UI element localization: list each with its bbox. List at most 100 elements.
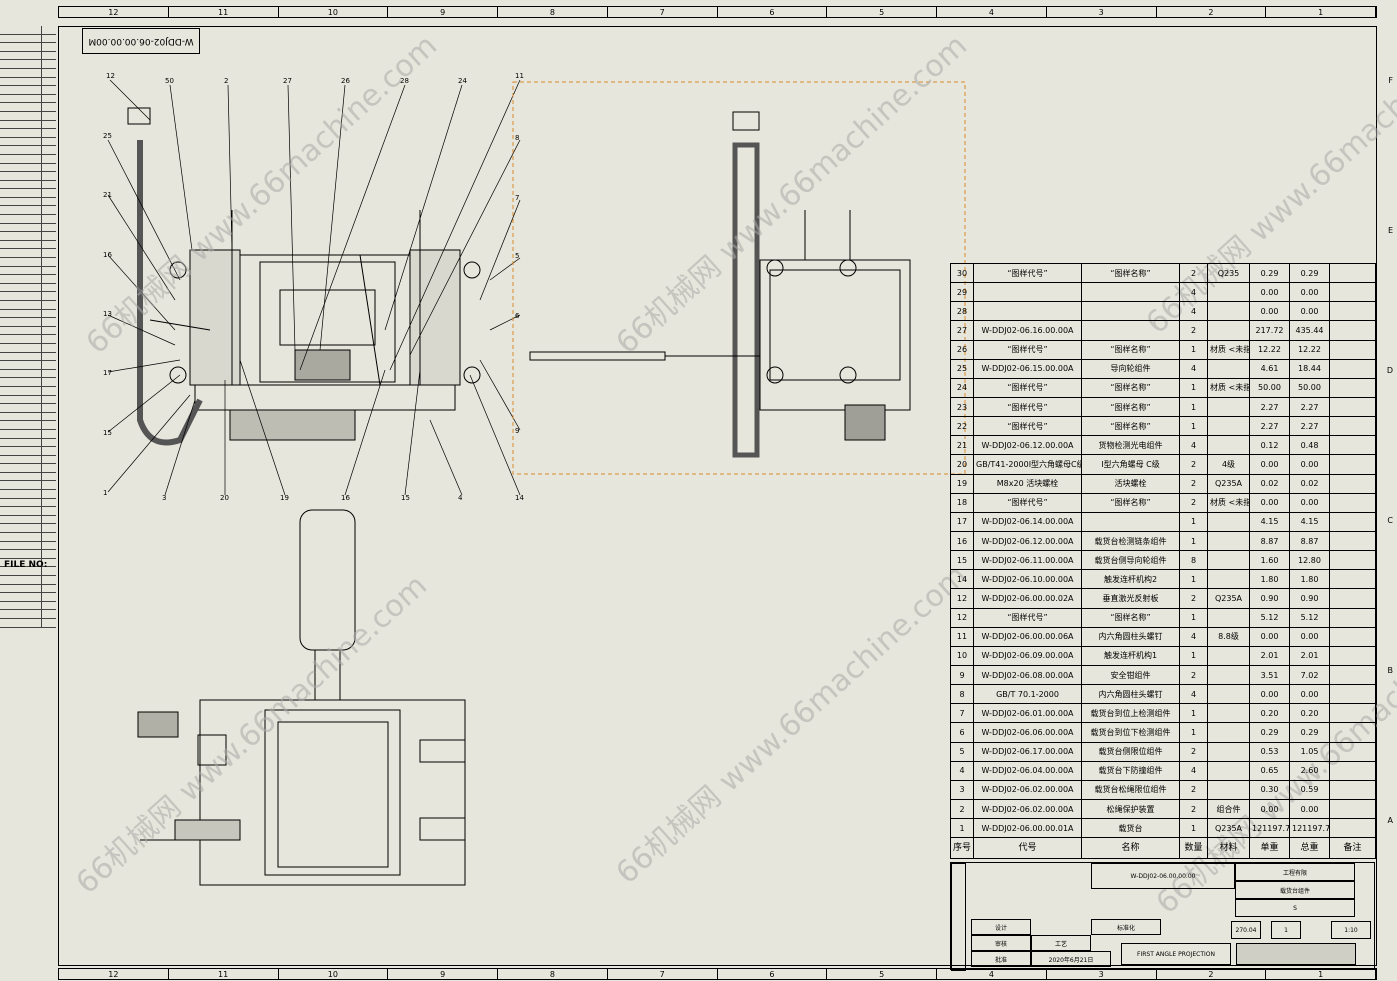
- bom-cell: W-DDJ02-06.17.00.00A: [973, 741, 1082, 762]
- revision-row: [0, 395, 56, 405]
- bom-header-cell: 代号: [973, 837, 1082, 860]
- revision-row: [0, 283, 56, 293]
- bom-cell: “图样代号”: [973, 416, 1082, 437]
- tb-projection: FIRST ANGLE PROJECTION: [1121, 943, 1231, 965]
- bom-cell: 0.00: [1289, 684, 1330, 705]
- bom-cell: 7: [950, 703, 974, 724]
- bom-cell: 0.00: [1289, 798, 1330, 820]
- bom-cell: 1: [1179, 818, 1208, 839]
- revision-cell: [41, 43, 56, 51]
- revision-row: [0, 77, 56, 87]
- ruler-cell: 6: [718, 969, 828, 979]
- balloon-number: 16: [341, 494, 350, 502]
- bom-cell: “图样代号”: [973, 377, 1082, 398]
- bom-cell: 12: [950, 588, 974, 609]
- bom-cell: W-DDJ02-06.12.00.00A: [973, 530, 1082, 552]
- bom-cell: 2: [1179, 741, 1208, 762]
- balloon-number: 24: [458, 77, 467, 85]
- bom-cell: 12: [950, 607, 974, 628]
- bom-cell: 0.02: [1289, 473, 1330, 494]
- ruler-cell: 7: [608, 7, 718, 17]
- bom-cell: 0.53: [1249, 741, 1290, 762]
- revision-row: [0, 515, 56, 525]
- bom-cell: W-DDJ02-06.16.00.00A: [973, 320, 1082, 341]
- revision-cell: [41, 352, 56, 361]
- bom-cell: W-DDJ02-06.02.00.00A: [973, 779, 1082, 800]
- bom-cell: [1329, 396, 1376, 418]
- bom-cell: [1207, 722, 1250, 743]
- bom-cell: 4.15: [1249, 511, 1290, 532]
- ruler-cell: 2: [1157, 7, 1267, 17]
- bom-cell: 2.01: [1289, 645, 1330, 666]
- balloon-number: 7: [515, 194, 519, 202]
- revision-row: [0, 472, 56, 482]
- bom-cell: 4: [1179, 684, 1208, 705]
- balloon-number: 20: [220, 494, 229, 502]
- bom-cell: [1207, 741, 1250, 762]
- revision-cell: [41, 335, 56, 343]
- revision-cell: [41, 481, 56, 490]
- tb-redacted: [1236, 943, 1356, 965]
- bom-cell: 货物检测光电组件: [1081, 435, 1180, 456]
- revision-cell: [41, 172, 56, 180]
- bom-cell: 1: [1179, 703, 1208, 724]
- bom-cell: 0.90: [1289, 588, 1330, 609]
- bom-cell: 1: [1179, 607, 1208, 628]
- bom-cell: [1329, 358, 1376, 379]
- balloon-number: 14: [515, 494, 524, 502]
- bom-cell: 25: [950, 358, 974, 379]
- revision-row: [0, 232, 56, 241]
- bom-cell: [1329, 377, 1376, 398]
- bom-cell: 0.29: [1249, 722, 1290, 743]
- revision-row: [0, 429, 56, 439]
- tb-standard: 标准化: [1091, 919, 1161, 935]
- bom-cell: 2: [1179, 454, 1208, 475]
- bom-cell: 1: [1179, 416, 1208, 437]
- revision-cell: [41, 455, 56, 464]
- bom-cell: [1329, 645, 1376, 666]
- revision-cell: [41, 120, 56, 129]
- bom-cell: 0.59: [1289, 779, 1330, 800]
- bom-cell: 121197.77: [1289, 818, 1330, 839]
- revision-row: [0, 412, 56, 422]
- bom-cell: 1: [1179, 339, 1208, 360]
- bom-cell: W-DDJ02-06.00.00.06A: [973, 626, 1082, 647]
- bom-cell: 载货台到位上检测组件: [1081, 703, 1180, 724]
- revision-cell: [41, 51, 56, 60]
- top-ruler: 12 11 10 9 8 7 6 5 4 3 2 1: [58, 6, 1377, 18]
- revision-cell: [41, 361, 56, 369]
- balloon-number: 9: [515, 427, 519, 435]
- bom-cell: “图样名称”: [1081, 416, 1180, 437]
- revision-cell: [41, 404, 56, 412]
- revision-cell: [41, 421, 56, 429]
- tb-check: 审核: [971, 935, 1031, 951]
- bom-cell: [1207, 301, 1250, 322]
- bom-cell: [1329, 282, 1376, 303]
- revision-row: [0, 275, 56, 284]
- revision-row: [0, 507, 56, 516]
- bom-cell: “图样名称”: [1081, 607, 1180, 628]
- bom-cell: 2: [1179, 779, 1208, 800]
- ruler-cell: F: [1388, 76, 1393, 85]
- revision-row: [0, 249, 56, 259]
- bom-cell: 23: [950, 396, 974, 418]
- bom-cell: 2.60: [1289, 760, 1330, 781]
- balloon-number: 16: [103, 251, 112, 259]
- bom-cell: [1329, 779, 1376, 800]
- bom-cell: 6: [950, 722, 974, 743]
- bom-cell: 8: [950, 684, 974, 705]
- bom-cell: 4: [1179, 358, 1208, 379]
- bom-cell: 载货台检测链条组件: [1081, 530, 1180, 552]
- bom-cell: 0.00: [1249, 492, 1290, 513]
- bom-cell: 7.02: [1289, 664, 1330, 686]
- revision-cell: [41, 301, 56, 309]
- bom-cell: W-DDJ02-06.12.00.00A: [973, 435, 1082, 456]
- balloon-number: 50: [165, 77, 174, 85]
- revision-cell: [41, 60, 56, 68]
- bom-cell: [1329, 262, 1376, 284]
